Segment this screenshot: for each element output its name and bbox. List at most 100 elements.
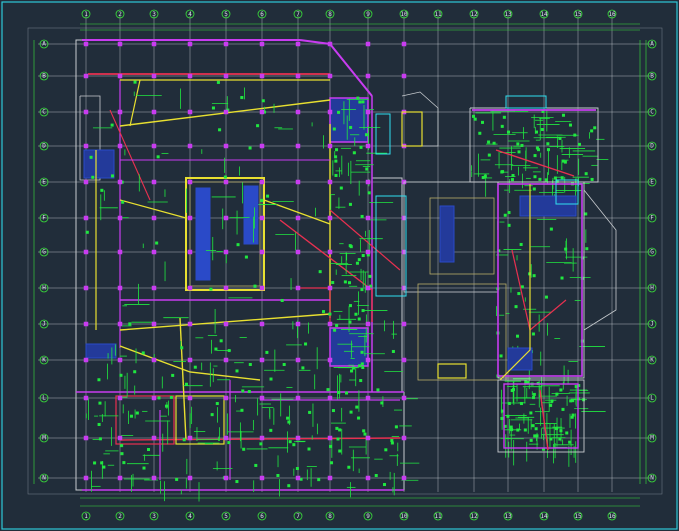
plaza-kiosk <box>437 363 467 379</box>
axis-bubble-bottom <box>149 511 159 521</box>
axis-bubble-bottom <box>573 511 583 521</box>
fixture <box>155 241 159 245</box>
axis-bubble-top <box>221 9 231 19</box>
axis-label-right: C <box>650 109 654 116</box>
fixture <box>240 408 244 412</box>
column <box>187 41 193 47</box>
fixture <box>510 389 514 393</box>
column <box>83 357 89 363</box>
axis-label-bottom: 16 <box>608 513 616 520</box>
fixture <box>506 414 510 418</box>
column <box>295 357 301 363</box>
fixture <box>564 247 568 251</box>
fixture <box>584 172 588 176</box>
east-bay <box>583 189 617 331</box>
column <box>187 109 193 115</box>
axis-bubble-left <box>39 433 49 443</box>
fixture <box>357 416 361 420</box>
axis-label-left: M <box>42 435 46 442</box>
axis-label-left: H <box>42 285 46 292</box>
axis-bubble-left <box>39 177 49 187</box>
axis-bubble-left <box>39 283 49 293</box>
fixture <box>510 178 514 182</box>
fixture <box>501 170 505 174</box>
fixture <box>560 176 564 180</box>
fixture <box>360 350 364 354</box>
fixture <box>236 243 240 247</box>
axis-label-left: B <box>42 73 46 80</box>
column <box>187 143 193 149</box>
fixture <box>568 440 572 444</box>
fixture <box>481 176 485 180</box>
axis-bubble-right <box>647 107 657 117</box>
fixture <box>544 295 548 299</box>
fixture <box>348 304 352 308</box>
stair-room-wall <box>329 97 369 143</box>
fixture <box>384 448 388 452</box>
column <box>401 321 407 327</box>
column <box>295 435 301 441</box>
fixture <box>360 288 364 292</box>
atrium-equipment <box>439 205 455 263</box>
fixture <box>182 438 186 442</box>
column <box>401 41 407 47</box>
column <box>259 179 265 185</box>
fixture <box>520 143 524 147</box>
axis-bubble-left <box>39 213 49 223</box>
fixture <box>301 366 305 370</box>
axis-label-top: 2 <box>118 11 122 18</box>
axis-bubble-top <box>363 9 373 19</box>
column <box>117 73 123 79</box>
column <box>117 285 123 291</box>
column <box>187 249 193 255</box>
fixture <box>247 390 251 394</box>
fixture <box>559 429 563 433</box>
fixture <box>499 354 503 358</box>
column <box>327 73 333 79</box>
fixture <box>287 484 291 488</box>
column <box>295 215 301 221</box>
fixture <box>558 136 562 140</box>
column <box>295 73 301 79</box>
fixture <box>322 310 326 314</box>
fixture <box>492 141 496 145</box>
fixture <box>533 434 537 438</box>
axis-bubble-top <box>185 9 195 19</box>
axis-label-left: L <box>42 395 46 402</box>
fixture <box>350 369 354 373</box>
fixture <box>363 432 367 436</box>
axis-bubble-right <box>647 355 657 365</box>
axis-bubble-top <box>469 9 479 19</box>
axis-label-left: F <box>42 215 46 222</box>
fixture <box>91 175 95 179</box>
fixture <box>248 362 252 366</box>
column <box>83 435 89 441</box>
column <box>327 249 333 255</box>
column <box>365 73 371 79</box>
fixture <box>507 223 511 227</box>
column <box>259 109 265 115</box>
column <box>327 357 333 363</box>
fixture <box>357 317 361 321</box>
axis-bubble-right <box>647 71 657 81</box>
red-duct <box>329 209 401 271</box>
axis-bubble-bottom <box>399 511 409 521</box>
fixture <box>593 126 597 130</box>
column <box>223 41 229 47</box>
column <box>259 73 265 79</box>
mech-room-2 <box>175 395 225 445</box>
column <box>223 143 229 149</box>
fixture <box>550 399 554 403</box>
fixture <box>345 391 349 395</box>
column <box>223 73 229 79</box>
fixture <box>364 133 368 137</box>
fixture <box>269 428 273 432</box>
axis-label-right: G <box>650 249 654 256</box>
fixture <box>361 366 365 370</box>
fixture <box>215 402 219 406</box>
axis-bubble-bottom <box>221 511 231 521</box>
fixture <box>590 177 594 181</box>
fixture <box>510 428 514 432</box>
